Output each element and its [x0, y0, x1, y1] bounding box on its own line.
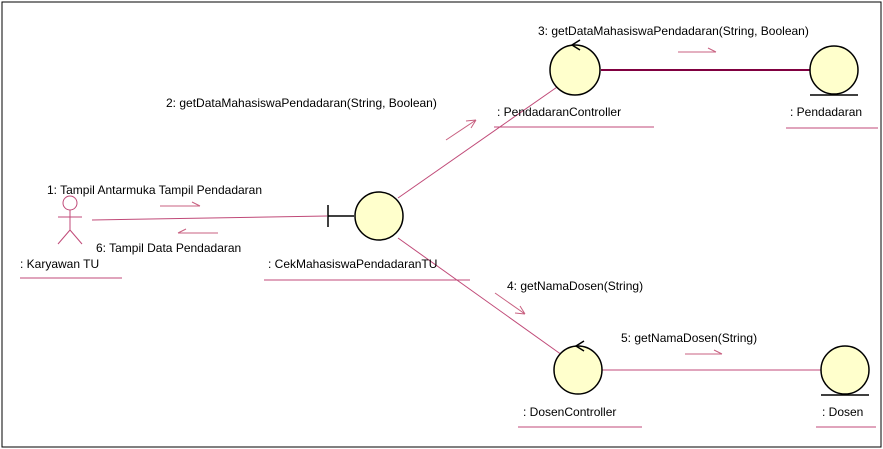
- links: [91, 69, 821, 371]
- boundary-icon: [354, 191, 404, 241]
- entity-icon: [820, 345, 870, 395]
- object-label-dosen: : Dosen: [822, 405, 863, 419]
- control-arrowhead-icon: [570, 39, 581, 51]
- control-object-dosen[interactable]: [553, 340, 603, 395]
- control-icon: [553, 345, 603, 395]
- entity-icon: [809, 45, 859, 95]
- arrow-m5: [685, 349, 723, 355]
- message-label-6: 6: Tampil Data Pendadaran: [96, 241, 241, 255]
- arrow-m4: [494, 292, 526, 315]
- message-label-3: 3: getDataMahasiswaPendadaran(String, Bo…: [538, 24, 809, 38]
- arrow-m1: [160, 201, 201, 207]
- link-cek-pendadaran-controller: [397, 84, 561, 199]
- message-arrows: [160, 47, 723, 355]
- actor-karyawan-tu[interactable]: [57, 195, 83, 245]
- link-cek-dosen-controller: [397, 237, 563, 356]
- arrow-m3: [678, 47, 717, 53]
- actor-leg-right: [69, 229, 83, 245]
- object-label-dosen-controller: : DosenController: [523, 405, 616, 419]
- message-label-2: 2: getDataMahasiswaPendadaran(String, Bo…: [166, 96, 437, 110]
- control-object-pendadaran[interactable]: [549, 39, 601, 96]
- entity-object-dosen[interactable]: [820, 345, 870, 396]
- object-label-pendadaran-controller: : PendadaranController: [497, 105, 621, 119]
- boundary-object[interactable]: [327, 191, 404, 241]
- link-actor-cek: [91, 215, 328, 221]
- arrow-m2: [445, 119, 477, 141]
- message-label-4: 4: getNamaDosen(String): [507, 279, 643, 293]
- message-label-1: 1: Tampil Antarmuka Tampil Pendadaran: [47, 183, 262, 197]
- object-label-karyawan-tu: : Karyawan TU: [20, 257, 99, 271]
- object-label-pendadaran: : Pendadaran: [790, 105, 862, 119]
- control-arrowhead-icon: [574, 340, 585, 352]
- object-label-cek-mahasiswa: : CekMahasiswaPendadaranTU: [268, 257, 437, 271]
- arrow-m6: [177, 228, 218, 234]
- entity-object-pendadaran[interactable]: [809, 45, 859, 96]
- message-label-5: 5: getNamaDosen(String): [621, 331, 757, 345]
- actor-leg-left: [57, 229, 71, 245]
- control-icon: [549, 44, 601, 96]
